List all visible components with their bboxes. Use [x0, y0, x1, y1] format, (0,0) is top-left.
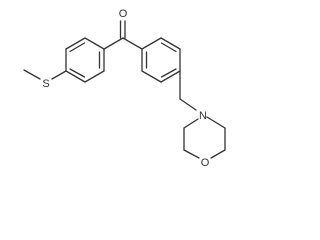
right-ring-bond-1 — [141, 37, 162, 50]
morpholine-bond-6 — [183, 118, 199, 129]
carbonyl-left-bond — [103, 37, 124, 50]
right-ring-inner-bond-2 — [160, 42, 177, 53]
left-ring-inner-bond-2 — [69, 68, 86, 78]
carbonyl-right-bond — [122, 37, 143, 50]
sulfur-label: S — [42, 78, 49, 90]
carbonyl-group — [103, 20, 143, 50]
left-ring-bond-4 — [65, 70, 86, 83]
right-benzene-ring — [141, 37, 181, 83]
left-ring-bond-2 — [65, 37, 86, 50]
morpholine-bond-3 — [210, 149, 226, 159]
morpholine-bond-4 — [183, 149, 200, 159]
methylene-nitrogen-bond — [179, 98, 197, 111]
ring-sulfur-bond — [51, 70, 67, 80]
left-ring-inner-bond-1 — [69, 42, 86, 53]
left-ring-bond-1 — [84, 37, 105, 50]
right-ring-inner-bond-3 — [160, 68, 177, 78]
morpholine-bond-1 — [206, 116, 226, 129]
right-ring-bond-5 — [141, 70, 162, 83]
sulfur-methyl-bond — [23, 69, 41, 80]
carbonyl-oxygen-label: O — [119, 8, 128, 20]
right-ring-bond-4 — [160, 70, 181, 83]
left-ring-bond-5 — [84, 70, 105, 83]
morpholine-oxygen-label: O — [201, 157, 210, 169]
nitrogen-label: N — [199, 110, 207, 122]
molecule-structure: O S N O — [23, 8, 226, 169]
methylthio-group — [23, 69, 67, 80]
left-benzene-ring — [65, 37, 105, 83]
right-ring-bond-2 — [160, 37, 181, 50]
morpholine-ring — [183, 116, 226, 159]
methylene-linker — [179, 70, 197, 111]
